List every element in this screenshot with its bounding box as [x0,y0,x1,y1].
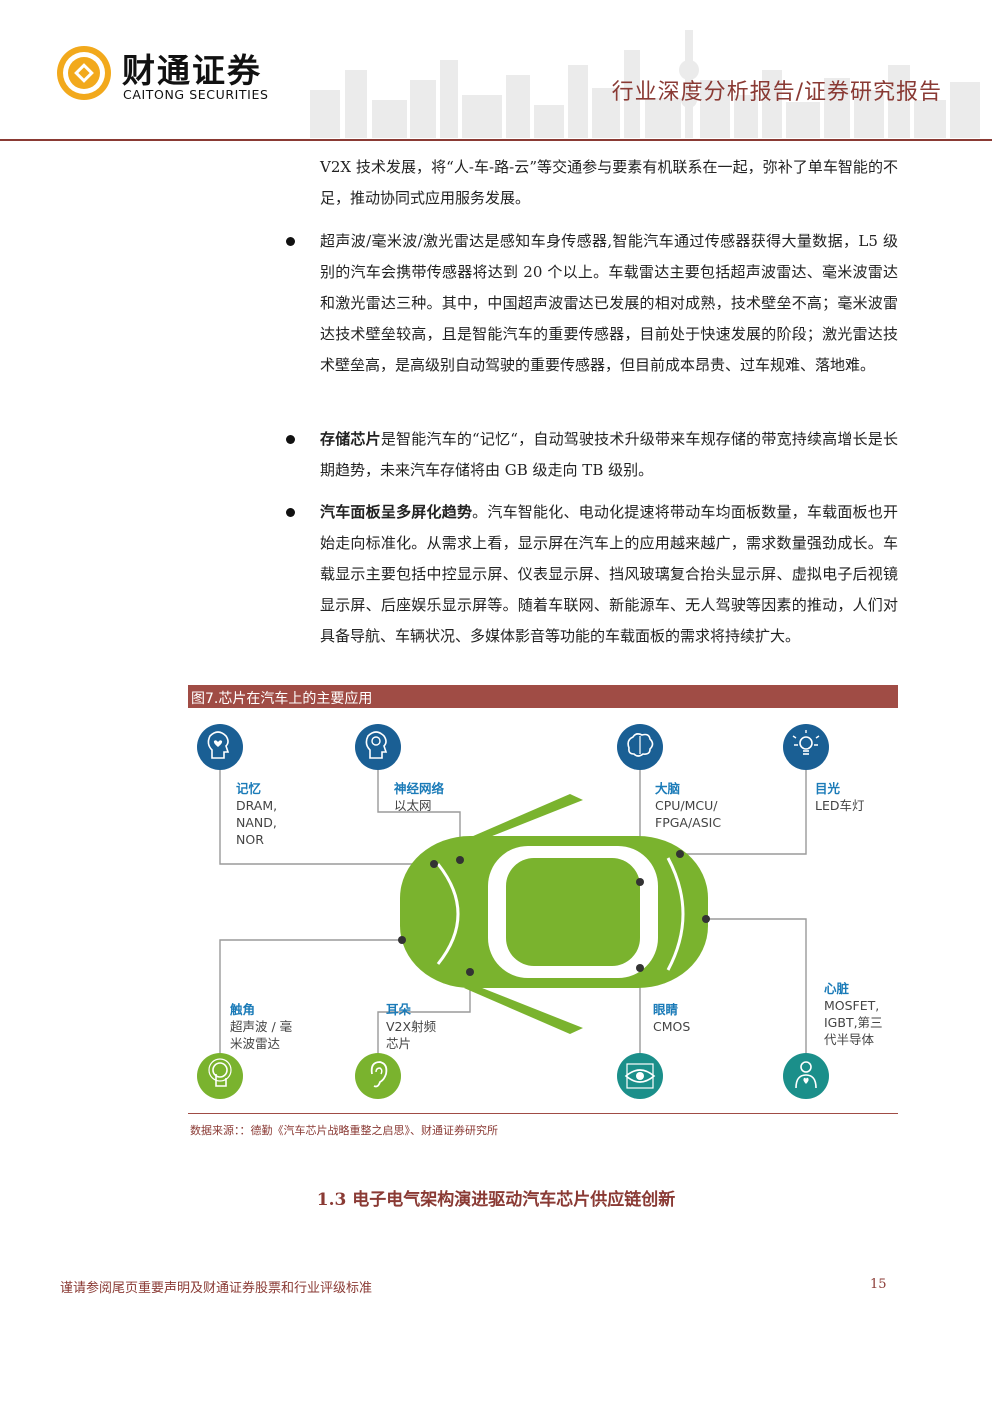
bullet-bold-lead: 存储芯片 [320,430,381,448]
person-heart-icon [783,1053,829,1099]
figure-bottom-divider [188,1113,898,1114]
intro-paragraph: V2X 技术发展，将“人-车-路-云”等交通参与要素有机联系在一起，弥补了单车智… [320,158,898,207]
bullet-text: 超声波/毫米波/激光雷达是感知车身传感器,智能汽车通过传感器获得大量数据，L5 … [320,232,898,374]
page-header: 财通证券 CAITONG SECURITIES 行业深度分析报告/证券研究报告 [0,0,992,145]
bullet-text: 。汽车智能化、电动化提速将带动车均面板数量，车载面板也开始走向标准化。从需求上看… [320,503,898,645]
section-heading: 1.3 电子电气架构演进驱动汽车芯片供应链创新 [316,1190,676,1210]
label-neural-network: 神经网络 以太网 [394,781,445,813]
label-brain: 大脑 CPU/MCU/ FPGA/ASIC [655,781,722,830]
brain-head-icon [355,724,401,770]
bullet-paragraph-radar: 超声波/毫米波/激光雷达是感知车身传感器,智能汽车通过传感器获得大量数据，L5 … [320,226,898,381]
page-number: 15 [870,1277,887,1292]
bullet-bold-lead: 汽车面板呈多屏化趋势 [320,503,473,521]
label-heart: 心脏 MOSFET, IGBT,第三 代半导体 [824,981,883,1047]
ear-icon [355,1053,401,1099]
label-memory: 记忆 DRAM, NAND, NOR [236,781,278,847]
bullet-paragraph-storage: 存储芯片是智能汽车的“记忆“，自动驾驶技术升级带来车规存储的带宽持续高增长是长期… [320,424,898,486]
label-tentacle: 触角 超声波 / 毫 米波雷达 [230,1002,293,1051]
company-name-en: CAITONG SECURITIES [123,87,269,102]
bullet-dot [286,508,295,517]
car-chip-diagram: 记忆 DRAM, NAND, NOR 神经网络 以太网 大脑 CPU/MCU/ … [188,708,898,1113]
city-skyline-watermark [310,30,980,138]
label-eye: 眼睛 CMOS [653,1002,691,1034]
label-eyesight: 目光 LED车灯 [815,781,865,813]
brain-icon [617,724,663,770]
bullet-text: 是智能汽车的“记忆“，自动驾驶技术升级带来车规存储的带宽持续高增长是长期趋势，未… [320,430,898,479]
car-illustration [400,794,708,1034]
header-divider [0,139,992,141]
bullet-dot [286,237,295,246]
diagram-canvas [197,724,829,1099]
label-ear: 耳朵 V2X射频 芯片 [386,1002,437,1051]
eye-icon [617,1053,663,1099]
figure-title: 图7.芯片在汽车上的主要应用 [191,691,373,707]
footer-disclaimer: 谨请参阅尾页重要声明及财通证券股票和行业评级标准 [60,1281,373,1296]
caitong-logo-icon [57,46,111,100]
company-name-cn: 财通证券 [122,51,262,90]
figure-title-bar [188,685,898,708]
lightbulb-person-icon [783,724,829,770]
bullet-dot [286,435,295,444]
figure-source-note: 数据来源：：德勤《汽车芯片战略重整之启思》、财通证券研究所 [190,1124,498,1137]
hand-touch-icon [197,1053,243,1099]
head-heart-icon [197,724,243,770]
bullet-paragraph-panel: 汽车面板呈多屏化趋势。汽车智能化、电动化提速将带动车均面板数量，车载面板也开始走… [320,497,898,652]
report-type-label: 行业深度分析报告/证券研究报告 [611,80,942,105]
